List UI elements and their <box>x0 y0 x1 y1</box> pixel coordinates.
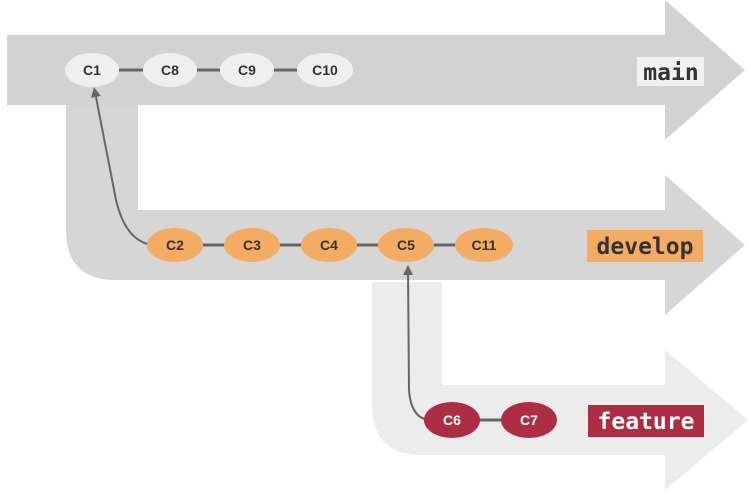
branch-point-arrow-c1-c2 <box>91 87 149 245</box>
main-commits: C1 C8 C9 C10 <box>65 53 353 87</box>
main-branch-arrow <box>7 0 745 140</box>
commit-node[interactable]: C4 <box>301 228 357 262</box>
commit-label: C4 <box>320 237 338 253</box>
branch-name: feature <box>598 409 695 435</box>
branch-name: main <box>643 60 698 86</box>
commit-node[interactable]: C2 <box>147 228 203 262</box>
branch-name: develop <box>597 234 694 260</box>
feature-commits: C6 C7 <box>424 402 557 438</box>
commit-label: C9 <box>238 62 256 78</box>
commit-node[interactable]: C9 <box>220 53 274 87</box>
commit-label: C6 <box>443 412 461 428</box>
develop-branch-arrow <box>66 105 745 315</box>
feature-branch-arrow <box>372 282 748 490</box>
commit-label: C11 <box>472 237 497 253</box>
commit-label: C8 <box>161 62 179 78</box>
commit-label: C1 <box>83 62 101 78</box>
commit-node[interactable]: C8 <box>143 53 197 87</box>
commit-label: C2 <box>166 237 184 253</box>
commit-node[interactable]: C5 <box>378 228 434 262</box>
commit-node[interactable]: C10 <box>297 53 353 87</box>
commit-node[interactable]: C3 <box>224 228 280 262</box>
commit-label: C5 <box>397 237 415 253</box>
develop-commits: C2 C3 C4 C5 C11 <box>147 228 513 262</box>
commit-node[interactable]: C7 <box>501 402 557 438</box>
branch-label-main: main <box>637 57 704 86</box>
commit-node[interactable]: C1 <box>65 53 119 87</box>
commit-label: C3 <box>243 237 261 253</box>
commit-label: C10 <box>312 62 338 78</box>
branch-label-develop: develop <box>587 230 703 262</box>
commit-node[interactable]: C6 <box>424 402 480 438</box>
branch-label-feature: feature <box>588 405 704 437</box>
commit-label: C7 <box>520 412 538 428</box>
commit-node[interactable]: C11 <box>455 228 513 262</box>
